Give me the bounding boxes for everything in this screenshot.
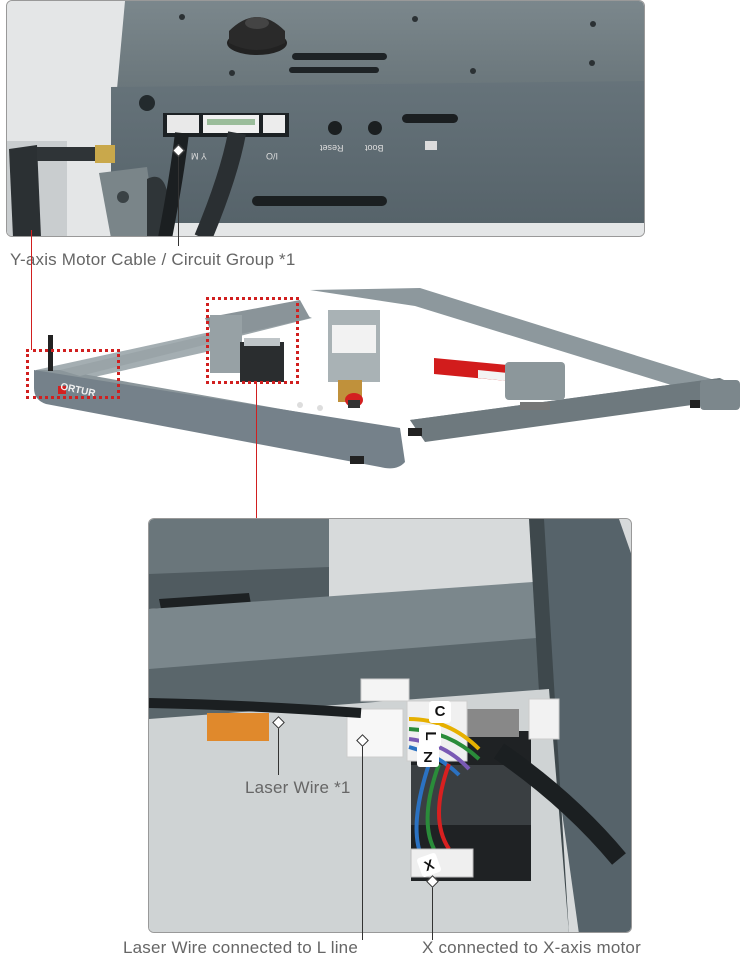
- boot-button-label: Boot: [365, 143, 384, 153]
- x-connected-label: X connected to X-axis motor: [422, 938, 641, 957]
- reset-button-label: Reset: [320, 143, 344, 153]
- port-label-io: I/O: [266, 151, 279, 161]
- motor-wiring-illustration: [149, 519, 631, 932]
- red-connector-top: [31, 230, 32, 350]
- engraver-frame-illustration: [34, 288, 740, 469]
- top-callout-line: [178, 150, 179, 246]
- x-callout-line: [432, 882, 433, 940]
- laser-wire-callout-line: [278, 723, 279, 775]
- laser-wire-connected-label: Laser Wire connected to L line: [123, 938, 358, 957]
- bottom-closeup-photo: C L Z X: [148, 518, 632, 933]
- antenna-highlight-box: [26, 349, 120, 399]
- wire-tag-l: L: [419, 725, 441, 747]
- laser-wire-label: Laser Wire *1: [245, 778, 351, 797]
- motor-highlight-box: [206, 297, 299, 384]
- laser-wire-l-callout-line: [362, 741, 363, 940]
- wire-tag-c: C: [429, 701, 451, 723]
- wire-tag-z: Z: [417, 745, 439, 767]
- controller-board-illustration: [7, 1, 644, 236]
- top-callout-label: Y-axis Motor Cable / Circuit Group *1: [10, 250, 296, 269]
- port-label-ym: Y M: [191, 151, 207, 161]
- red-connector-bottom: [256, 384, 257, 520]
- top-closeup-photo: Y M I/O Reset Boot: [6, 0, 645, 237]
